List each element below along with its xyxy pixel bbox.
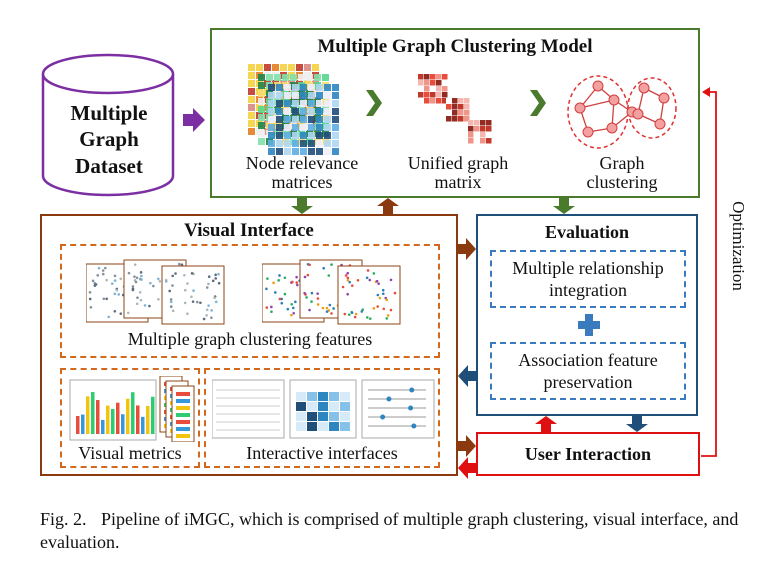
database-icon xyxy=(41,53,175,197)
dataset-title: Multiple Graph Dataset xyxy=(70,101,148,178)
metrics-panel: Visual metrics xyxy=(60,368,200,468)
chevron-right-icon xyxy=(530,90,546,116)
node-relevance-label: Node relevance matrices xyxy=(245,153,359,192)
features-label: Multiple graph clustering features xyxy=(127,329,373,349)
visual-interface-box: Visual Interface Multiple graph clusteri… xyxy=(40,214,458,476)
user-interaction-title: User Interaction xyxy=(524,444,652,464)
caption-prefix: Fig. 2. xyxy=(40,509,87,529)
plus-icon xyxy=(578,314,600,336)
graph-thumbnails-left xyxy=(86,259,225,325)
interactive-interfaces-graphic xyxy=(212,379,435,439)
interactive-label: Interactive interfaces xyxy=(246,443,398,463)
visual-interface-title: Visual Interface xyxy=(184,220,314,241)
preservation-label: Association feature preservation xyxy=(518,350,658,392)
clustering-model-box: Multiple Graph Clustering Model Node xyxy=(210,28,700,198)
evaluation-item-preservation: Association feature preservation xyxy=(490,342,686,400)
figure-caption: Fig. 2. Pipeline of iMGC, which is compr… xyxy=(40,508,752,555)
dataset-node: Multiple Graph Dataset xyxy=(40,52,176,198)
user-interaction-box: User Interaction xyxy=(476,432,700,476)
metrics-charts-graphic xyxy=(69,376,195,442)
optimization-label: Optimization xyxy=(729,201,748,291)
chevron-right-icon xyxy=(366,90,382,116)
connector-arrows xyxy=(291,87,717,479)
node-relevance-matrices-graphic xyxy=(248,64,339,155)
graph-clustering-graphic xyxy=(567,75,677,149)
evaluation-item-integration: Multiple relationship integration xyxy=(490,250,686,308)
graph-thumbnails-right xyxy=(262,259,401,325)
features-panel: Multiple graph clustering features xyxy=(60,244,440,358)
evaluation-title: Evaluation xyxy=(544,222,630,242)
arrow-dataset-to-model xyxy=(183,108,205,132)
unified-graph-matrix-graphic xyxy=(418,74,492,144)
clustering-model-title: Multiple Graph Clustering Model xyxy=(317,36,593,57)
graph-clustering-label: Graph clustering xyxy=(586,153,658,192)
integration-label: Multiple relationship integration xyxy=(512,258,664,300)
interactive-panel: Interactive interfaces xyxy=(204,368,440,468)
unified-graph-label: Unified graph matrix xyxy=(407,153,509,192)
metrics-label: Visual metrics xyxy=(78,443,182,463)
caption-text: Pipeline of iMGC, which is comprised of … xyxy=(40,509,739,553)
evaluation-box: Evaluation Multiple relationship integra… xyxy=(476,214,698,416)
